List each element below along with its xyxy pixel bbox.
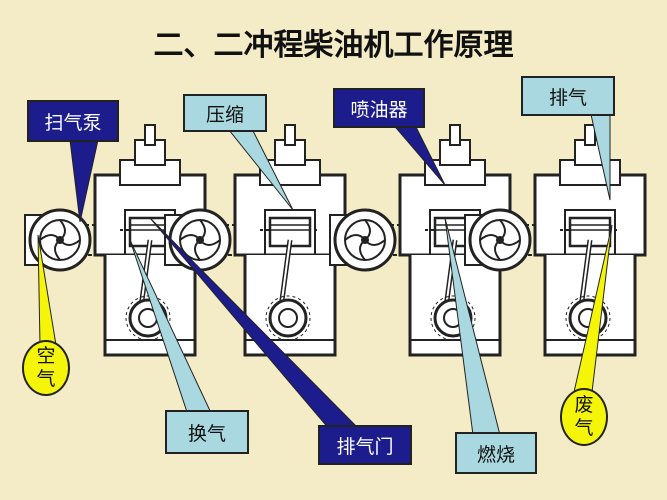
label-compression: 压缩 — [183, 94, 267, 132]
label-air-line1: 空 — [36, 345, 56, 368]
page-title: 二、二冲程柴油机工作原理 — [153, 28, 514, 63]
label-combustion: 燃烧 — [455, 432, 537, 474]
label-air: 空 气 — [22, 340, 70, 396]
label-waste-gas-line2: 气 — [574, 417, 594, 439]
label-injector: 喷油器 — [333, 88, 425, 128]
label-scavenge-pump: 扫气泵 — [27, 100, 119, 142]
label-exhaust-top: 排气 — [521, 76, 615, 116]
label-exhaust-valve: 排气门 — [318, 425, 412, 465]
label-waste-gas-line1: 废 — [574, 394, 594, 417]
label-exchange: 换气 — [165, 410, 249, 454]
label-air-line2: 气 — [36, 368, 56, 390]
label-waste-gas: 废 气 — [560, 388, 608, 446]
